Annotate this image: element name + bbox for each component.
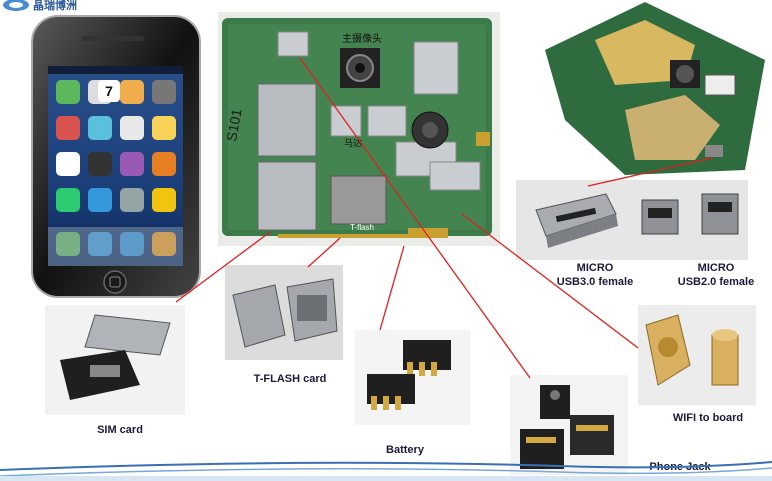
- tflash-card-label: T-FLASH card: [253, 373, 327, 385]
- micro-usb2-image: [632, 180, 748, 260]
- pcb-camera-label: 主摄像头: [342, 32, 382, 45]
- phone-app-icon: [120, 116, 144, 140]
- main-pcb-image: S101 主摄像头 马达 T-flash: [218, 12, 500, 246]
- phone-app-icon: [152, 152, 176, 176]
- phone-app-icon: [88, 116, 112, 140]
- phone-app-icon: [152, 116, 176, 140]
- smartphone-image: 7: [30, 14, 202, 299]
- company-logo: 晶瑞博洲: [0, 0, 110, 14]
- phone-dock-icon: [120, 232, 144, 256]
- micro-usb2-label-line2: USB2.0 female: [677, 276, 755, 288]
- phone-drawing: [31, 15, 201, 298]
- micro-usb2-label-line1: MICRO: [697, 262, 735, 274]
- micro-usb3-label-line1: MICRO: [576, 262, 614, 274]
- phone-jack-image: [510, 375, 628, 475]
- pcb-vibrator-label: 马达: [344, 137, 362, 148]
- tflash-card-image: [225, 265, 343, 360]
- battery-connector-image: [355, 330, 470, 425]
- phone-app-icon: [88, 152, 112, 176]
- micro-usb2-drawing: [632, 180, 748, 260]
- board-angled-drawing: [535, 0, 772, 180]
- phone-app-icon: [88, 188, 112, 212]
- phone-app-icon: [120, 80, 144, 104]
- battery-connector-drawing: [355, 330, 470, 425]
- pcb-board-text: S101: [223, 107, 244, 142]
- pcb-tflash-label: T-flash: [350, 223, 374, 232]
- phone-jack-drawing: [510, 375, 628, 475]
- phone-dock-icon: [56, 232, 80, 256]
- phone-dock-icon: [88, 232, 112, 256]
- phone-app-icon: [120, 188, 144, 212]
- tflash-card-drawing: [225, 265, 343, 360]
- phone-dock-icon: [152, 232, 176, 256]
- phone-app-icon: [56, 188, 80, 212]
- phone-app-icon: [56, 80, 80, 104]
- pcb-drawing: S101 主摄像头 马达 T-flash: [218, 12, 500, 246]
- wifi-connector-image: [638, 305, 756, 405]
- sim-card-image: [45, 305, 185, 415]
- micro-usb3-drawing: [516, 180, 632, 260]
- phone-app-icon: [120, 152, 144, 176]
- bottom-decor-bar: [0, 461, 772, 481]
- phone-app-icon: [152, 188, 176, 212]
- phone-app-icon: [152, 80, 176, 104]
- line-battery: [379, 245, 405, 331]
- logo-mark-icon: [3, 0, 29, 11]
- wifi-label: WIFI to board: [672, 412, 744, 424]
- micro-usb3-image: [516, 180, 632, 260]
- battery-label: Battery: [386, 444, 424, 456]
- sim-card-label: SIM card: [97, 424, 143, 436]
- sim-card-drawing: [45, 305, 185, 415]
- logo-text: 晶瑞博洲: [33, 0, 77, 12]
- phone-clock-date: 7: [98, 80, 120, 102]
- board-angled-image: [535, 0, 772, 180]
- micro-usb3-label-line2: USB3.0 female: [556, 276, 634, 288]
- wifi-connector-drawing: [638, 305, 756, 405]
- phone-app-icon: [56, 152, 80, 176]
- phone-app-icon: [56, 116, 80, 140]
